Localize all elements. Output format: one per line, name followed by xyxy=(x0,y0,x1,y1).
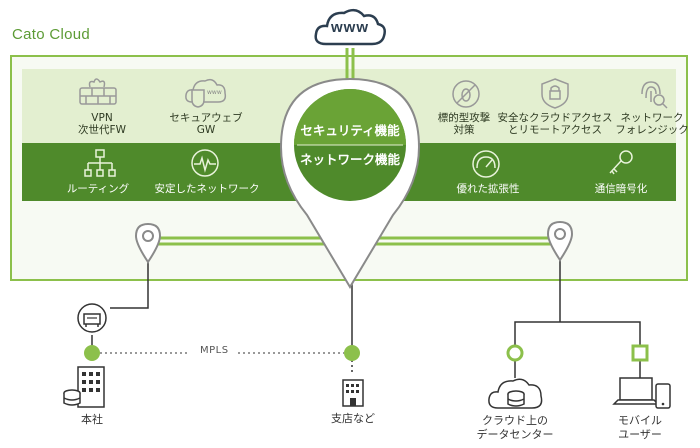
hq-label: 本社 xyxy=(81,413,103,426)
mobile-label: モバイルユーザー xyxy=(618,414,662,441)
scalability-gauge-icon xyxy=(472,150,500,178)
encryption-key-icon xyxy=(609,150,633,175)
hq-building-icon xyxy=(63,366,105,408)
threat-protection-icon xyxy=(452,80,480,108)
hq-node-dot xyxy=(84,345,100,361)
www-label: www xyxy=(330,19,369,36)
right-location-pin-icon xyxy=(546,220,574,262)
datacenter-label: クラウド上のデータセンター xyxy=(476,414,554,441)
www-cloud-icon xyxy=(314,8,386,46)
feature-label: ルーティング xyxy=(66,183,130,195)
center-network-label: ネットワーク機能 xyxy=(299,152,400,167)
branch-label: 支店など xyxy=(331,412,375,425)
mobile-devices-icon xyxy=(612,377,671,409)
central-location-pin-icon xyxy=(279,77,421,289)
forensics-fingerprint-icon xyxy=(641,81,668,109)
secure-web-gateway-icon: www xyxy=(185,78,227,108)
center-security-label: セキュリティ機能 xyxy=(300,123,400,138)
stable-network-icon xyxy=(191,149,219,177)
branch-node-dot xyxy=(344,345,360,361)
mobile-node-square xyxy=(631,344,649,362)
feature-label: 安定したネットワーク xyxy=(154,183,260,195)
feature-label: 標的型攻撃対策 xyxy=(437,112,491,136)
firewall-icon xyxy=(79,78,117,105)
diagram-title: Cato Cloud xyxy=(12,26,91,43)
mpls-label: MPLS xyxy=(200,345,229,356)
socket-device-icon xyxy=(77,303,107,333)
secure-access-icon xyxy=(541,78,569,109)
feature-label: 通信暗号化 xyxy=(594,183,648,195)
cloud-datacenter-icon xyxy=(488,378,543,409)
branch-building-icon xyxy=(342,379,364,407)
feature-label: 優れた拡張性 xyxy=(456,183,520,195)
datacenter-node-ring xyxy=(506,344,524,362)
feature-label: 安全なクラウドアクセスとリモートアクセス xyxy=(497,112,613,136)
left-location-pin-icon xyxy=(134,222,162,264)
svg-text:www: www xyxy=(207,89,222,96)
routing-icon xyxy=(84,149,116,177)
feature-label: ネットワークフォレンジック xyxy=(615,112,689,136)
